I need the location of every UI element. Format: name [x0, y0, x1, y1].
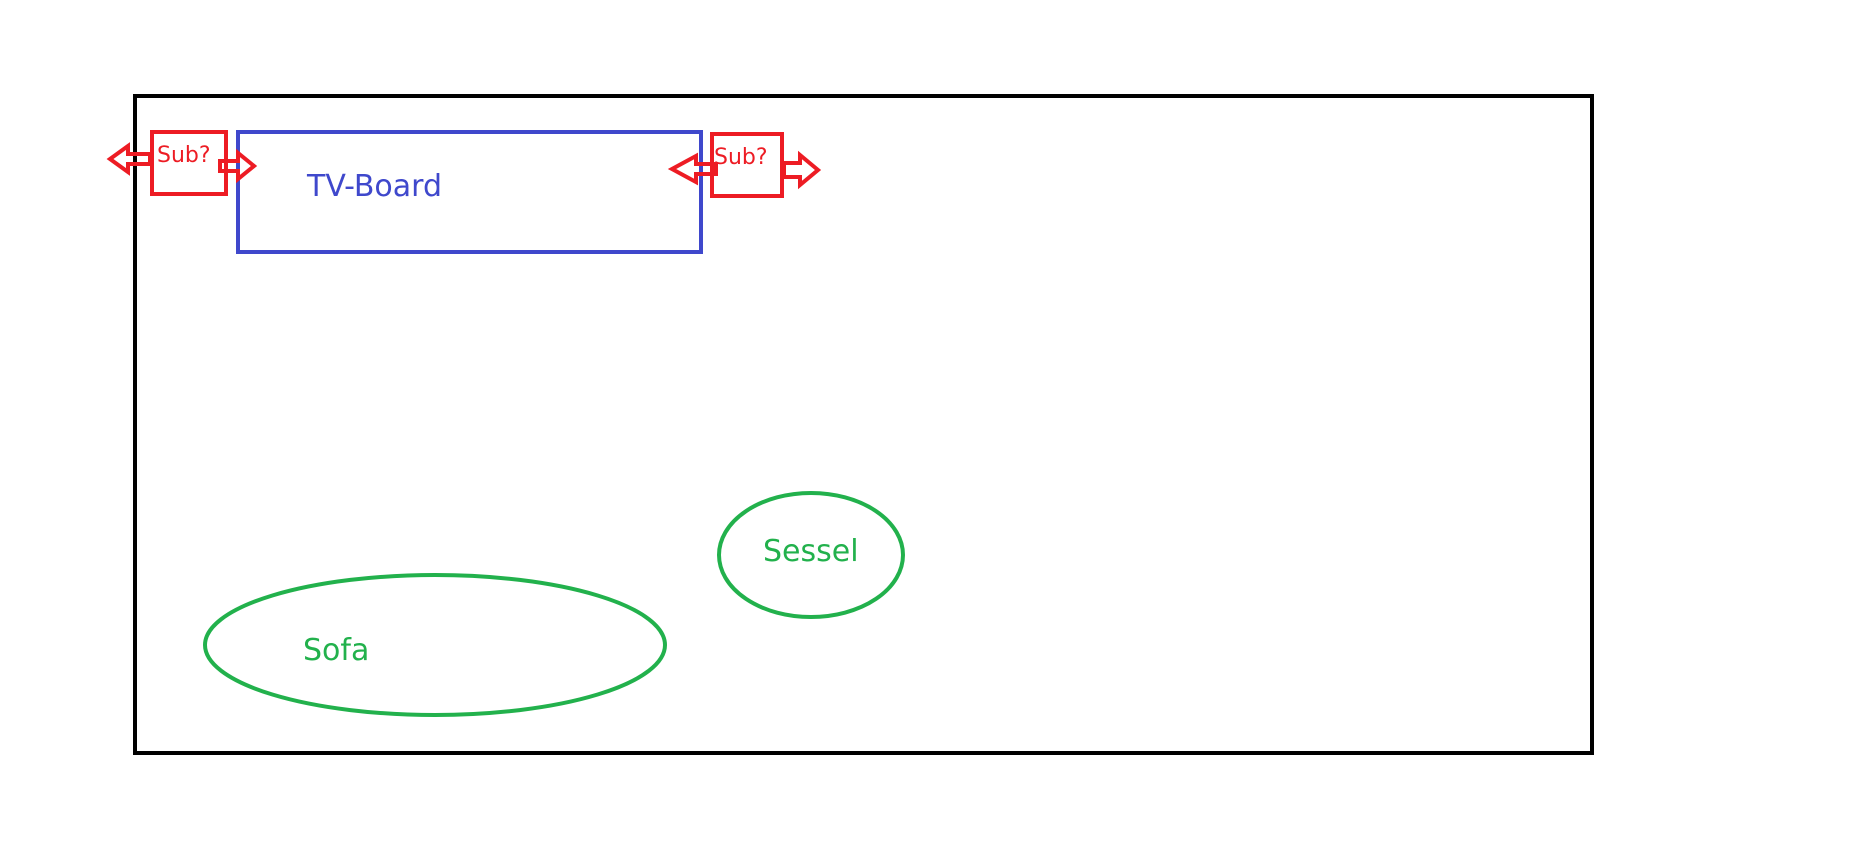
sub-left-label: Sub?	[157, 143, 211, 168]
sub-left-arrow-right-icon	[218, 148, 258, 184]
sub-left-arrow-left-icon	[106, 142, 152, 176]
sessel-shape	[717, 491, 905, 619]
sub-right-arrow-right-icon	[782, 150, 822, 190]
tv-board-shape	[236, 130, 703, 254]
sub-right-label: Sub?	[714, 145, 768, 170]
sofa-shape	[203, 573, 667, 717]
tv-board-label: TV-Board	[306, 169, 442, 204]
room-outline	[133, 94, 1594, 755]
sessel-label: Sessel	[763, 534, 859, 569]
sub-right-arrow-left-icon	[667, 152, 718, 186]
sofa-label: Sofa	[303, 633, 369, 668]
